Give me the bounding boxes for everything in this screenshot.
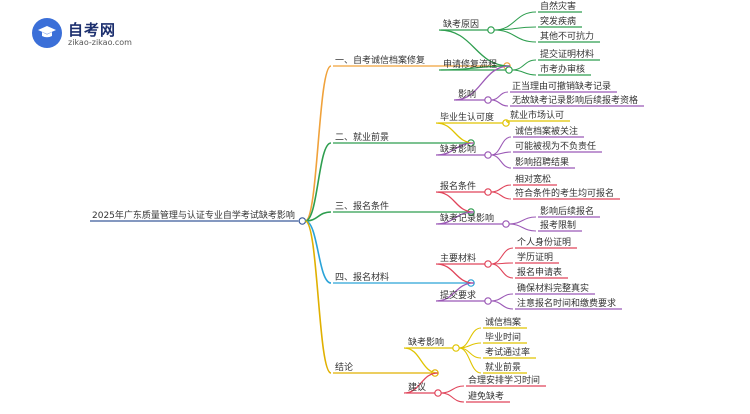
branch-link-1 <box>304 142 332 222</box>
leaf-link-1-1-1 <box>490 151 512 156</box>
leaf-node-2-1-1: 报考限制 <box>540 219 576 231</box>
leaf-node-3-1-0: 确保材料完整真实 <box>517 282 589 294</box>
branch-node-4: 结论 <box>335 361 353 373</box>
branch-link-2 <box>305 211 332 222</box>
branch-node-2: 三、报名条件 <box>335 200 389 212</box>
leaf-link-0-2-0 <box>490 91 509 101</box>
sub-dot-2-0 <box>484 188 492 196</box>
sub-link-0-2 <box>453 65 511 101</box>
leaf-node-0-1-1: 市考办审核 <box>540 63 585 75</box>
leaf-node-4-0-0: 诚信档案 <box>485 316 521 328</box>
leaf-link-0-1-1 <box>511 69 537 76</box>
branch-node-0: 一、自考诚信档案修复 <box>335 54 425 66</box>
leaf-link-3-0-0 <box>490 247 514 265</box>
sub-node-2-1: 缺考记录影响 <box>440 212 494 224</box>
leaf-node-4-0-2: 考试通过率 <box>485 346 530 358</box>
sub-node-1-1: 缺考影响 <box>440 143 476 155</box>
leaf-link-0-0-1 <box>493 26 537 31</box>
leaf-link-0-1-0 <box>511 59 537 71</box>
leaf-node-2-0-0: 相对宽松 <box>515 173 551 185</box>
sub-dot-1-1 <box>484 151 492 159</box>
logo-badge <box>32 18 62 48</box>
leaf-node-0-2-0: 正当理由可撤销缺考记录 <box>512 80 611 92</box>
sub-node-3-0: 主要材料 <box>440 252 476 264</box>
sub-node-3-1: 提交要求 <box>440 289 476 301</box>
leaf-node-3-1-1: 注意报名时间和缴费要求 <box>517 297 616 309</box>
leaf-link-3-1-0 <box>490 293 514 302</box>
leaf-node-4-1-0: 合理安排学习时间 <box>468 374 540 386</box>
sub-node-1-0: 毕业生认可度 <box>440 111 494 123</box>
sub-dot-3-1 <box>484 297 492 305</box>
leaf-node-1-1-2: 影响招聘结果 <box>515 156 569 168</box>
sub-node-0-2: 影响 <box>458 88 476 100</box>
leaf-node-4-1-1: 避免缺考 <box>468 390 504 402</box>
leaf-link-4-0-1 <box>458 342 482 349</box>
site-logo[interactable]: 自考网 zikao-zikao.com <box>32 18 142 52</box>
leaf-link-4-1-1 <box>440 392 465 403</box>
sub-dot-3-0 <box>484 260 492 268</box>
leaf-link-1-0-0 <box>505 120 510 124</box>
leaf-node-0-0-2: 其他不可抗力 <box>540 30 594 42</box>
leaf-node-1-1-1: 可能被视为不负责任 <box>515 140 596 152</box>
logo-url: zikao-zikao.com <box>68 38 132 47</box>
leaf-link-0-2-1 <box>490 99 509 107</box>
leaf-node-0-0-1: 突发疾病 <box>540 15 576 27</box>
leaf-link-4-0-3 <box>458 347 482 374</box>
branch-link-3 <box>304 220 332 284</box>
leaf-node-3-0-0: 个人身份证明 <box>517 236 571 248</box>
graduation-cap-icon <box>38 26 56 38</box>
leaf-node-0-2-1: 无故缺考记录影响后续报考资格 <box>512 94 638 106</box>
leaf-node-3-0-1: 学历证明 <box>517 251 553 263</box>
branch-node-3: 四、报名材料 <box>335 271 389 283</box>
sub-dot-0-1 <box>505 66 513 74</box>
sub-link-4-0 <box>403 347 439 374</box>
sub-dot-0-0 <box>487 26 495 34</box>
sub-node-4-0: 缺考影响 <box>408 336 444 348</box>
root-node: 2025年广东质量管理与认证专业自学考试缺考影响 <box>92 209 295 221</box>
leaf-node-4-0-1: 毕业时间 <box>485 331 521 343</box>
sub-node-0-0: 缺考原因 <box>443 18 479 30</box>
leaf-node-2-0-1: 符合条件的考生均可报名 <box>515 187 614 199</box>
sub-dot-0-2 <box>484 96 492 104</box>
leaf-node-1-1-0: 诚信档案被关注 <box>515 125 578 137</box>
branch-link-0 <box>304 65 332 222</box>
sub-link-0-0 <box>438 29 511 67</box>
leaf-link-3-1-1 <box>490 300 514 310</box>
logo-title: 自考网 <box>68 21 117 39</box>
branch-node-1: 二、就业前景 <box>335 131 389 143</box>
leaf-node-2-1-0: 影响后续报名 <box>540 205 594 217</box>
leaf-link-2-1-0 <box>508 216 537 225</box>
sub-dot-2-1 <box>502 220 510 228</box>
sub-node-4-1: 建议 <box>408 381 426 393</box>
leaf-link-4-1-0 <box>440 385 465 394</box>
leaf-link-2-1-1 <box>508 223 537 232</box>
leaf-link-1-1-2 <box>490 154 512 169</box>
sub-link-3-0 <box>435 263 475 284</box>
sub-node-2-0: 报名条件 <box>440 180 476 192</box>
leaf-link-2-0-0 <box>490 184 512 193</box>
root-connector-dot <box>298 217 307 225</box>
leaf-node-4-0-3: 就业前景 <box>485 361 521 373</box>
leaf-node-3-0-2: 报名申请表 <box>517 266 562 278</box>
leaf-link-0-0-2 <box>493 29 537 43</box>
leaf-link-3-0-2 <box>490 263 514 279</box>
leaf-link-2-0-1 <box>490 191 512 200</box>
leaf-node-1-0-0: 就业市场认可 <box>510 109 564 121</box>
branch-link-4 <box>304 220 332 374</box>
leaf-node-0-0-0: 自然灾害 <box>540 0 576 12</box>
sub-dot-4-1 <box>434 389 442 397</box>
sub-dot-4-0 <box>452 344 460 352</box>
leaf-node-0-1-0: 提交证明材料 <box>540 48 594 60</box>
sub-link-1-0 <box>435 122 475 144</box>
sub-link-2-0 <box>435 191 475 213</box>
sub-node-0-1: 申请修复流程 <box>443 58 497 70</box>
